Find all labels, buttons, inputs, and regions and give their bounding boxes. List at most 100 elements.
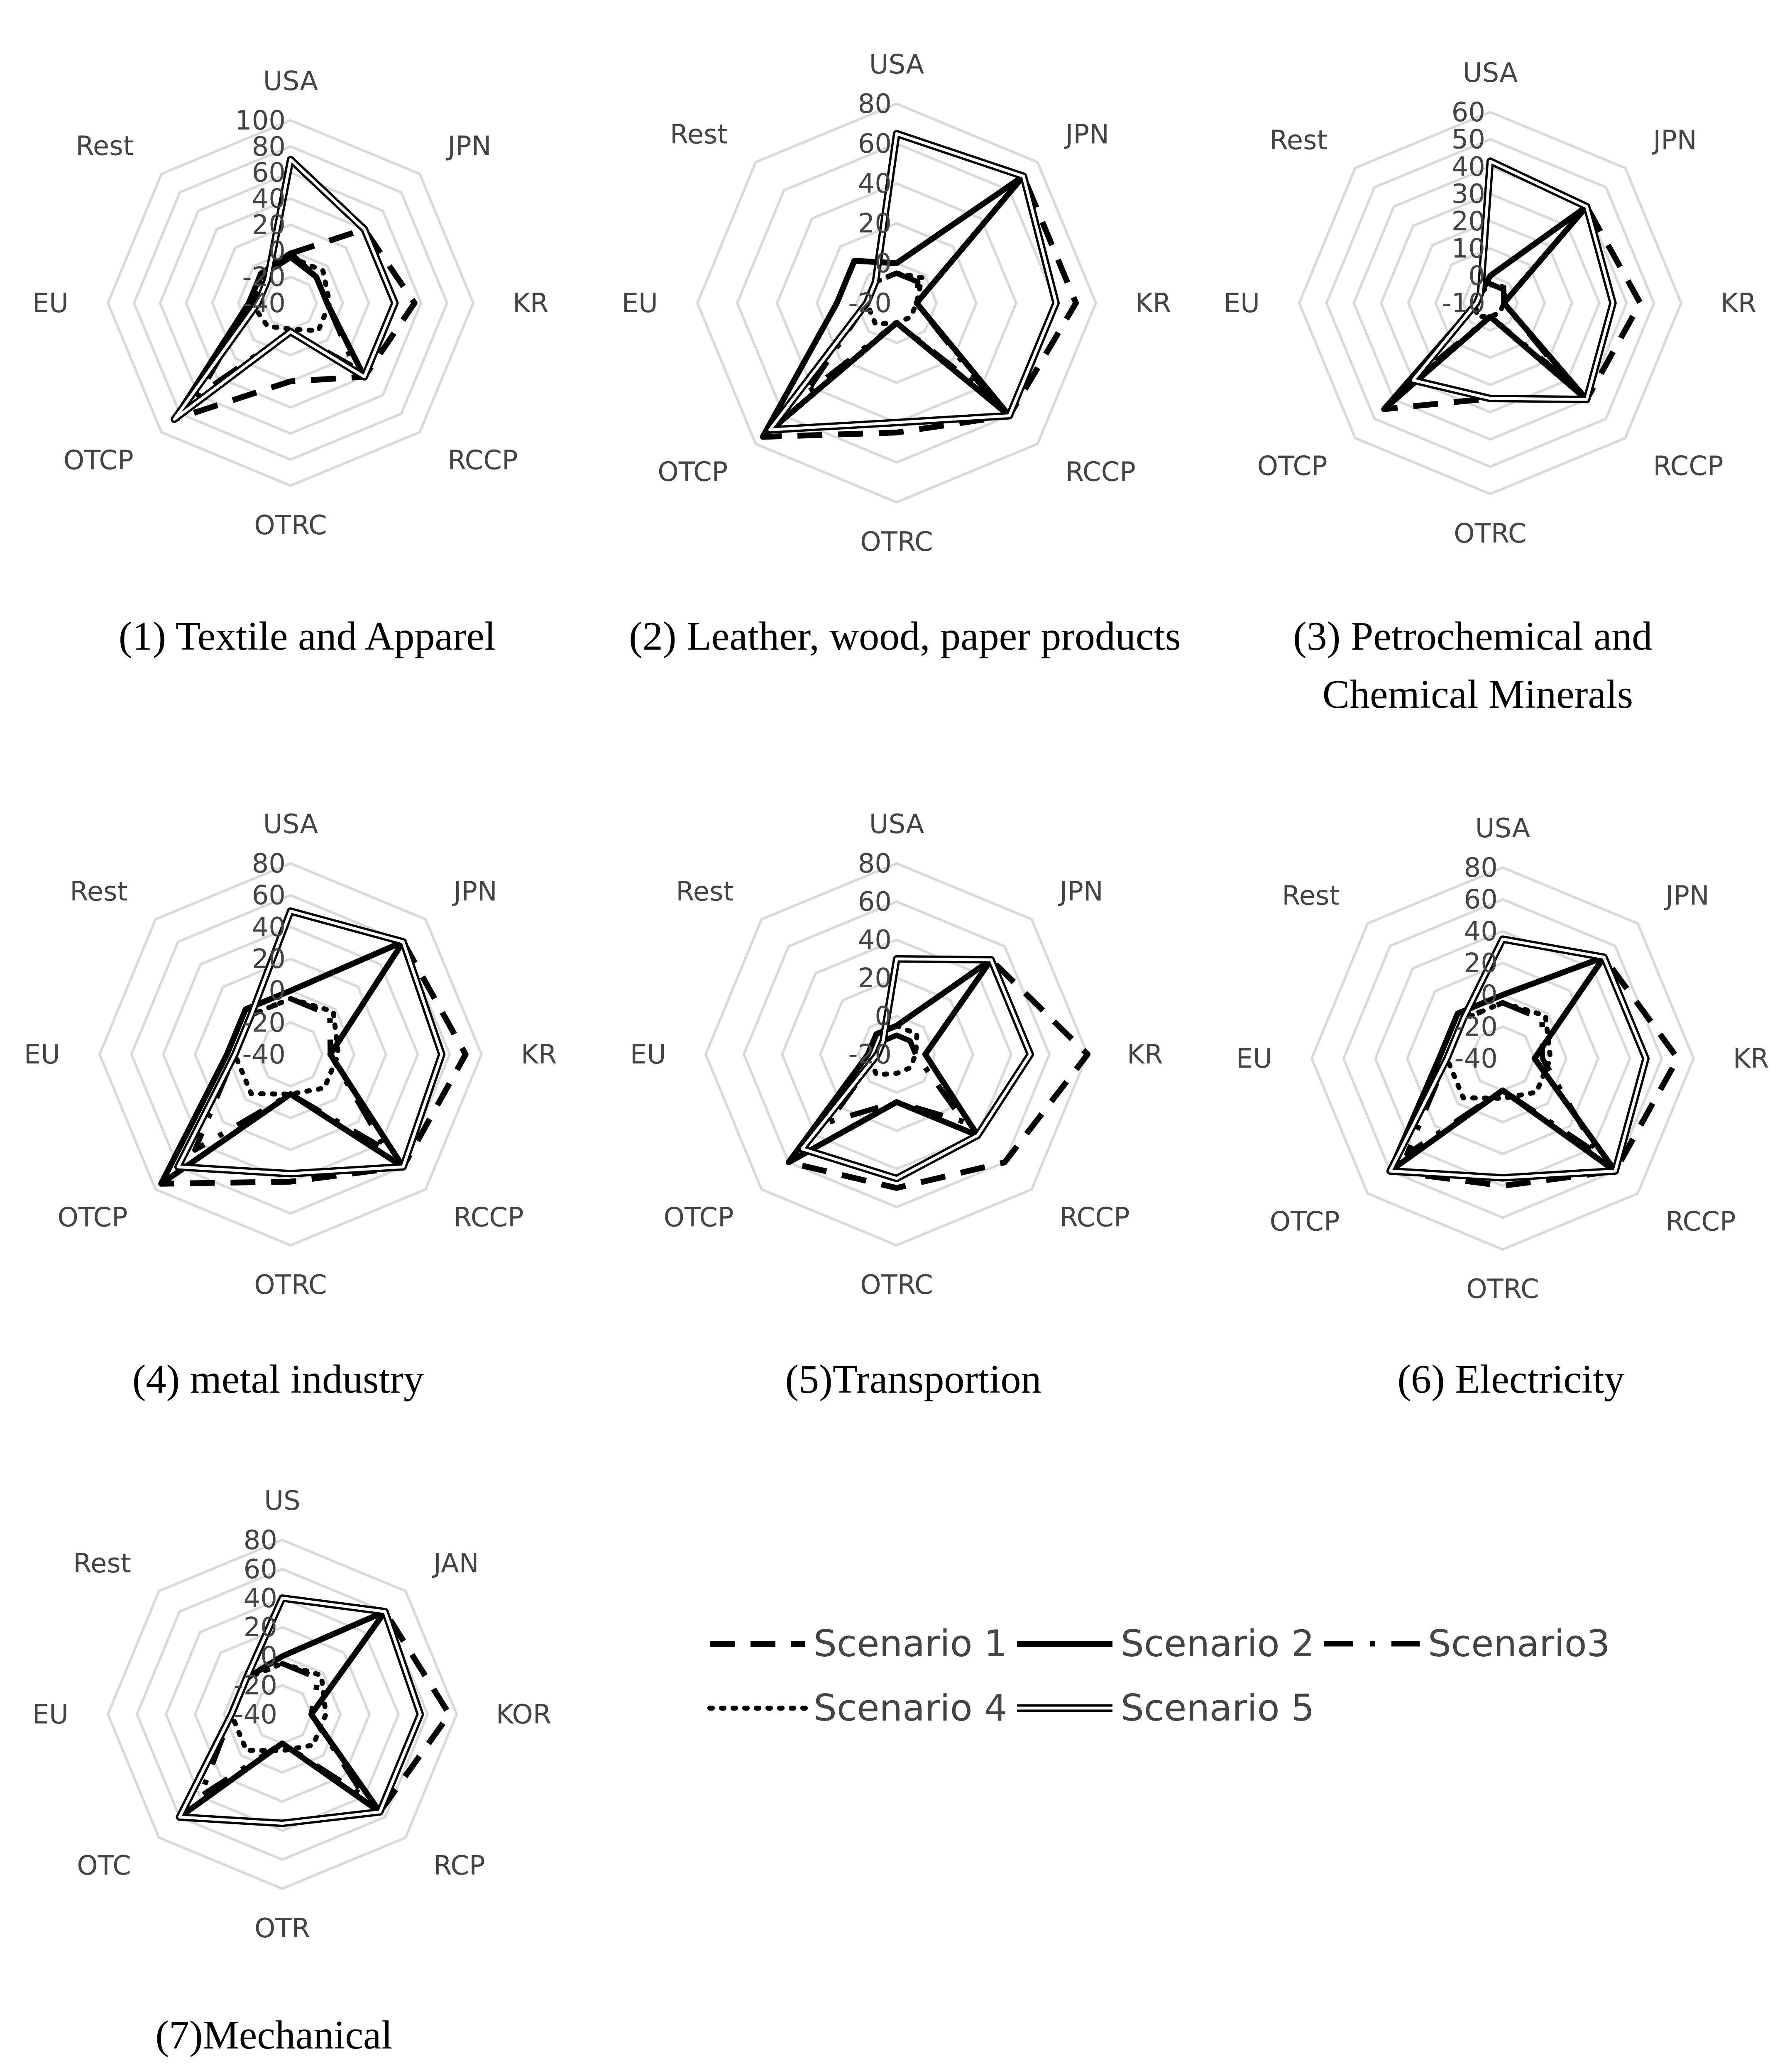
grid-ring <box>1325 138 1655 468</box>
grid-ring <box>193 957 388 1151</box>
series-scenario-5 <box>1409 157 1617 403</box>
tick-label: 30 <box>1452 179 1485 210</box>
grid-ring <box>106 119 475 487</box>
axis-label-rest: Rest <box>76 131 133 162</box>
tick-label: 80 <box>252 848 286 879</box>
axis-label-otrc: OTRC <box>1466 1274 1539 1305</box>
tick-label: 80 <box>858 848 892 879</box>
axis-label-kr: KR <box>1733 1044 1769 1074</box>
axis-label-rest: Rest <box>73 1548 131 1579</box>
tick-label: 80 <box>1464 853 1498 883</box>
axis-label-otcp: OTCP <box>658 457 728 488</box>
radar-panel-textile-apparel: 100806040200-20-40USAJPNKRRCCPOTRCOTCPEU… <box>32 66 549 541</box>
grid-ring <box>819 976 975 1132</box>
series-scenario-5 <box>768 132 1058 431</box>
panel-caption-7: (7)Mechanical <box>155 2013 392 2058</box>
axis-label-kr: KR <box>1127 1039 1163 1070</box>
grid-ring <box>159 171 423 435</box>
tick-label: 60 <box>1452 97 1485 128</box>
panel-caption-3-line1: (3) Petrochemical and <box>1293 614 1652 659</box>
tick-label: -20 <box>234 1670 277 1701</box>
tick-label: 40 <box>252 912 286 943</box>
panel-caption-1: (1) Textile and Apparel <box>119 614 496 659</box>
tick-label: 40 <box>1452 152 1485 182</box>
radar-panel-electricity: 806040200-20-40USAJPNKRRCCPOTRCOTCPEURes… <box>1236 813 1769 1305</box>
tick-label: 60 <box>858 129 892 159</box>
legend-label: Scenario 5 <box>1121 1687 1315 1729</box>
axis-label-otrc: OTRC <box>1454 518 1526 549</box>
grid-ring <box>1342 898 1663 1219</box>
tick-label: -10 <box>1442 288 1485 319</box>
axis-label-rccp: RCCP <box>1665 1206 1736 1237</box>
tick-label: 80 <box>244 1525 277 1556</box>
axis-label-eu: EU <box>32 1699 68 1730</box>
axis-label-usa: USA <box>263 809 318 840</box>
axis-label-rccp: RCCP <box>447 445 518 476</box>
tick-label: 60 <box>858 887 892 917</box>
tick-label: 0 <box>875 1001 892 1032</box>
axis-label-us: US <box>264 1486 300 1516</box>
tick-label: 20 <box>252 210 286 240</box>
axis-label-rest: Rest <box>70 877 127 907</box>
axis-label-usa: USA <box>869 809 924 840</box>
series-scenario-2 <box>176 1608 388 1820</box>
tick-label: 20 <box>252 944 286 975</box>
grid-ring <box>257 1021 324 1088</box>
axis-label-usa: USA <box>1475 813 1530 844</box>
tick-label: 20 <box>1464 948 1498 979</box>
tick-label: 60 <box>244 1554 277 1585</box>
tick-label: 20 <box>244 1612 277 1643</box>
axis-label-jan: JAN <box>432 1548 479 1579</box>
grid-ring <box>696 102 1098 504</box>
grid-ring <box>742 900 1051 1209</box>
axis-label-rest: Rest <box>1282 881 1340 912</box>
panel-caption-3-line2: Chemical Minerals <box>1323 672 1633 717</box>
grid-ring <box>1310 866 1695 1251</box>
grid-ring <box>1374 930 1631 1187</box>
grid-ring <box>106 1538 458 1890</box>
grid-ring <box>193 1626 371 1803</box>
grid-ring <box>815 222 978 384</box>
tick-label: 100 <box>235 105 286 136</box>
axis-label-eu: EU <box>32 288 68 319</box>
axis-label-otrc: OTRC <box>254 1270 327 1300</box>
axis-label-rccp: RCCP <box>1653 451 1723 482</box>
axis-label-otcp: OTCP <box>1257 451 1327 482</box>
axis-label-rccp: RCCP <box>1059 1202 1129 1233</box>
axis-label-eu: EU <box>630 1039 666 1070</box>
axis-label-jpn: JPN <box>1651 125 1697 156</box>
series-scenario-5 <box>1411 159 1615 401</box>
legend-label: Scenario3 <box>1428 1622 1610 1665</box>
tick-label: 0 <box>1481 980 1498 1011</box>
series-scenario-5 <box>176 909 443 1175</box>
tick-label: 80 <box>858 89 892 120</box>
axis-label-otrc: OTRC <box>860 1270 933 1300</box>
series-scenario-4 <box>865 1023 919 1077</box>
axis-label-eu: EU <box>24 1039 60 1070</box>
tick-label: 0 <box>260 1641 277 1672</box>
axis-label-kr: KR <box>513 288 548 319</box>
axis-label-otcp: OTCP <box>1270 1206 1340 1237</box>
panel-caption-6: (6) Electricity <box>1398 1357 1625 1402</box>
grid-ring <box>1407 220 1574 386</box>
axis-label-otr: OTR <box>254 1913 310 1944</box>
series-scenario-5 <box>798 955 1034 1182</box>
axis-label-jpn: JPN <box>452 877 497 907</box>
axis-label-kor: KOR <box>496 1699 551 1730</box>
grid-ring <box>132 145 449 461</box>
grid-ring <box>1352 165 1628 441</box>
tick-label: 0 <box>269 236 286 266</box>
grid-ring <box>736 142 1058 464</box>
series-scenario-2 <box>760 173 1027 440</box>
series-scenario-5 <box>800 957 1032 1180</box>
series-scenario-1 <box>158 939 469 1187</box>
tick-label: 60 <box>252 158 286 188</box>
tick-label: -40 <box>242 288 286 319</box>
axis-label-usa: USA <box>869 49 924 80</box>
axis-label-otrc: OTRC <box>860 527 933 557</box>
grid-ring <box>704 862 1089 1247</box>
